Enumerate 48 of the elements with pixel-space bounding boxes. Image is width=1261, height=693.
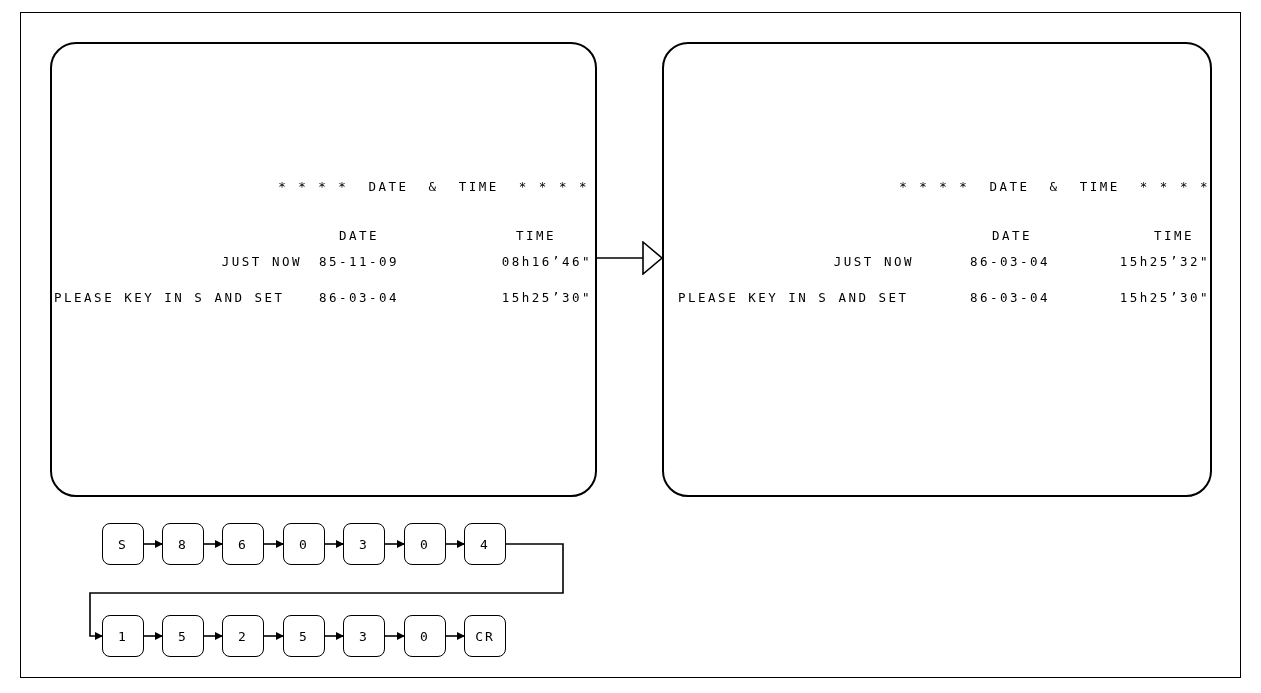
arrow [203, 540, 223, 548]
arrow [384, 632, 405, 640]
row-label: JUST NOW [221, 254, 302, 270]
key-button: 5 [283, 615, 325, 657]
date-value: 86-03-04 [318, 290, 400, 306]
arrow [89, 543, 564, 640]
column-heading: TIME [515, 228, 557, 244]
key-button: 0 [404, 615, 446, 657]
arrow [324, 540, 344, 548]
time-value: 15h25’30" [1119, 290, 1210, 306]
key-button: 0 [283, 523, 325, 565]
arrow [203, 632, 223, 640]
display-screen [50, 42, 597, 497]
key-button: 5 [162, 615, 204, 657]
transition-arrow [596, 241, 663, 275]
key-button: 4 [464, 523, 506, 565]
arrow [263, 632, 284, 640]
key-button: S [102, 523, 144, 565]
date-value: 86-03-04 [969, 254, 1051, 270]
key-button: 1 [102, 615, 144, 657]
key-button: 6 [222, 523, 264, 565]
arrow [324, 632, 344, 640]
key-button: 0 [404, 523, 446, 565]
key-button: 8 [162, 523, 204, 565]
date-value: 85-11-09 [318, 254, 400, 270]
key-button: 3 [343, 615, 385, 657]
date-value: 86-03-04 [969, 290, 1051, 306]
key-button: 3 [343, 523, 385, 565]
prompt-text: PLEASE KEY IN S AND SET [678, 290, 909, 306]
column-heading: DATE [991, 228, 1033, 244]
column-heading: TIME [1153, 228, 1195, 244]
display-screen [662, 42, 1212, 497]
time-value: 15h25’30" [501, 290, 592, 306]
time-value: 08h16’46" [501, 254, 592, 270]
key-button: 2 [222, 615, 264, 657]
key-button: CR [464, 615, 506, 657]
time-value: 15h25’32" [1119, 254, 1210, 270]
prompt-text: PLEASE KEY IN S AND SET [54, 290, 285, 306]
arrow [263, 540, 284, 548]
arrow [384, 540, 405, 548]
arrow [445, 632, 465, 640]
arrow [143, 632, 163, 640]
row-label: JUST NOW [833, 254, 914, 270]
screen-heading: * * * * DATE & TIME * * * * [899, 179, 1210, 195]
arrow [143, 540, 163, 548]
column-heading: DATE [338, 228, 380, 244]
arrow [445, 540, 465, 548]
screen-heading: * * * * DATE & TIME * * * * [278, 179, 589, 195]
